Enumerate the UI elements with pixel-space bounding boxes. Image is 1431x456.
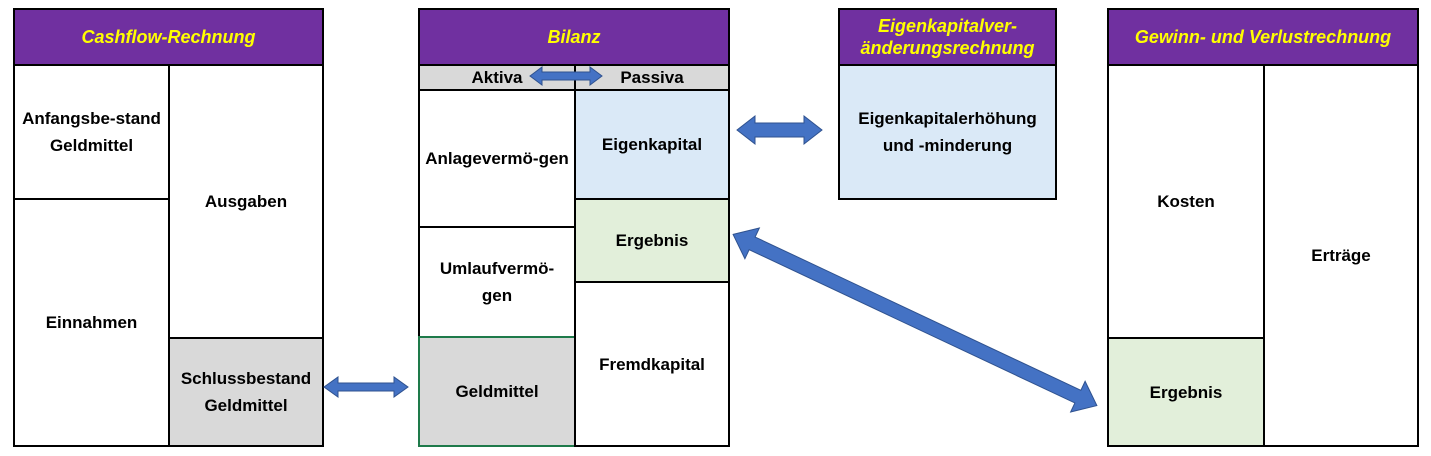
aktiva-passiva-arrow: [529, 66, 603, 86]
bilanz-title: Bilanz: [418, 8, 730, 66]
schlussbestand-geldmittel-arrow: [323, 376, 409, 398]
cashflow-ausgaben: Ausgaben: [168, 64, 324, 339]
ergebnis-ergebnis-arrow: [732, 227, 1098, 413]
ekv-content: Eigenkapitalerhöhung und -minderung: [838, 64, 1057, 200]
bilanz-eigenkapital: Eigenkapital: [574, 89, 730, 200]
cashflow-einnahmen: Einnahmen: [13, 198, 170, 447]
bilanz-geldmittel: Geldmittel: [418, 336, 576, 447]
eigenkapital-ekv-arrow: [736, 114, 823, 146]
cashflow-title: Cashflow-Rechnung: [13, 8, 324, 66]
ekv-title: Eigenkapitalver-änderungsrechnung: [838, 8, 1057, 66]
cashflow-schlussbestand: Schlussbestand Geldmittel: [168, 337, 324, 447]
bilanz-aktiva-label: Aktiva: [418, 64, 576, 91]
bilanz-fremdkapital: Fremdkapital: [574, 281, 730, 447]
guv-kosten: Kosten: [1107, 64, 1265, 339]
cashflow-anfangsbestand: Anfangsbe-stand Geldmittel: [13, 64, 170, 200]
guv-ergebnis: Ergebnis: [1107, 337, 1265, 447]
guv-ertraege: Erträge: [1263, 64, 1419, 447]
bilanz-ergebnis: Ergebnis: [574, 198, 730, 283]
bilanz-anlagevermoegen: Anlagevermö-gen: [418, 89, 576, 228]
